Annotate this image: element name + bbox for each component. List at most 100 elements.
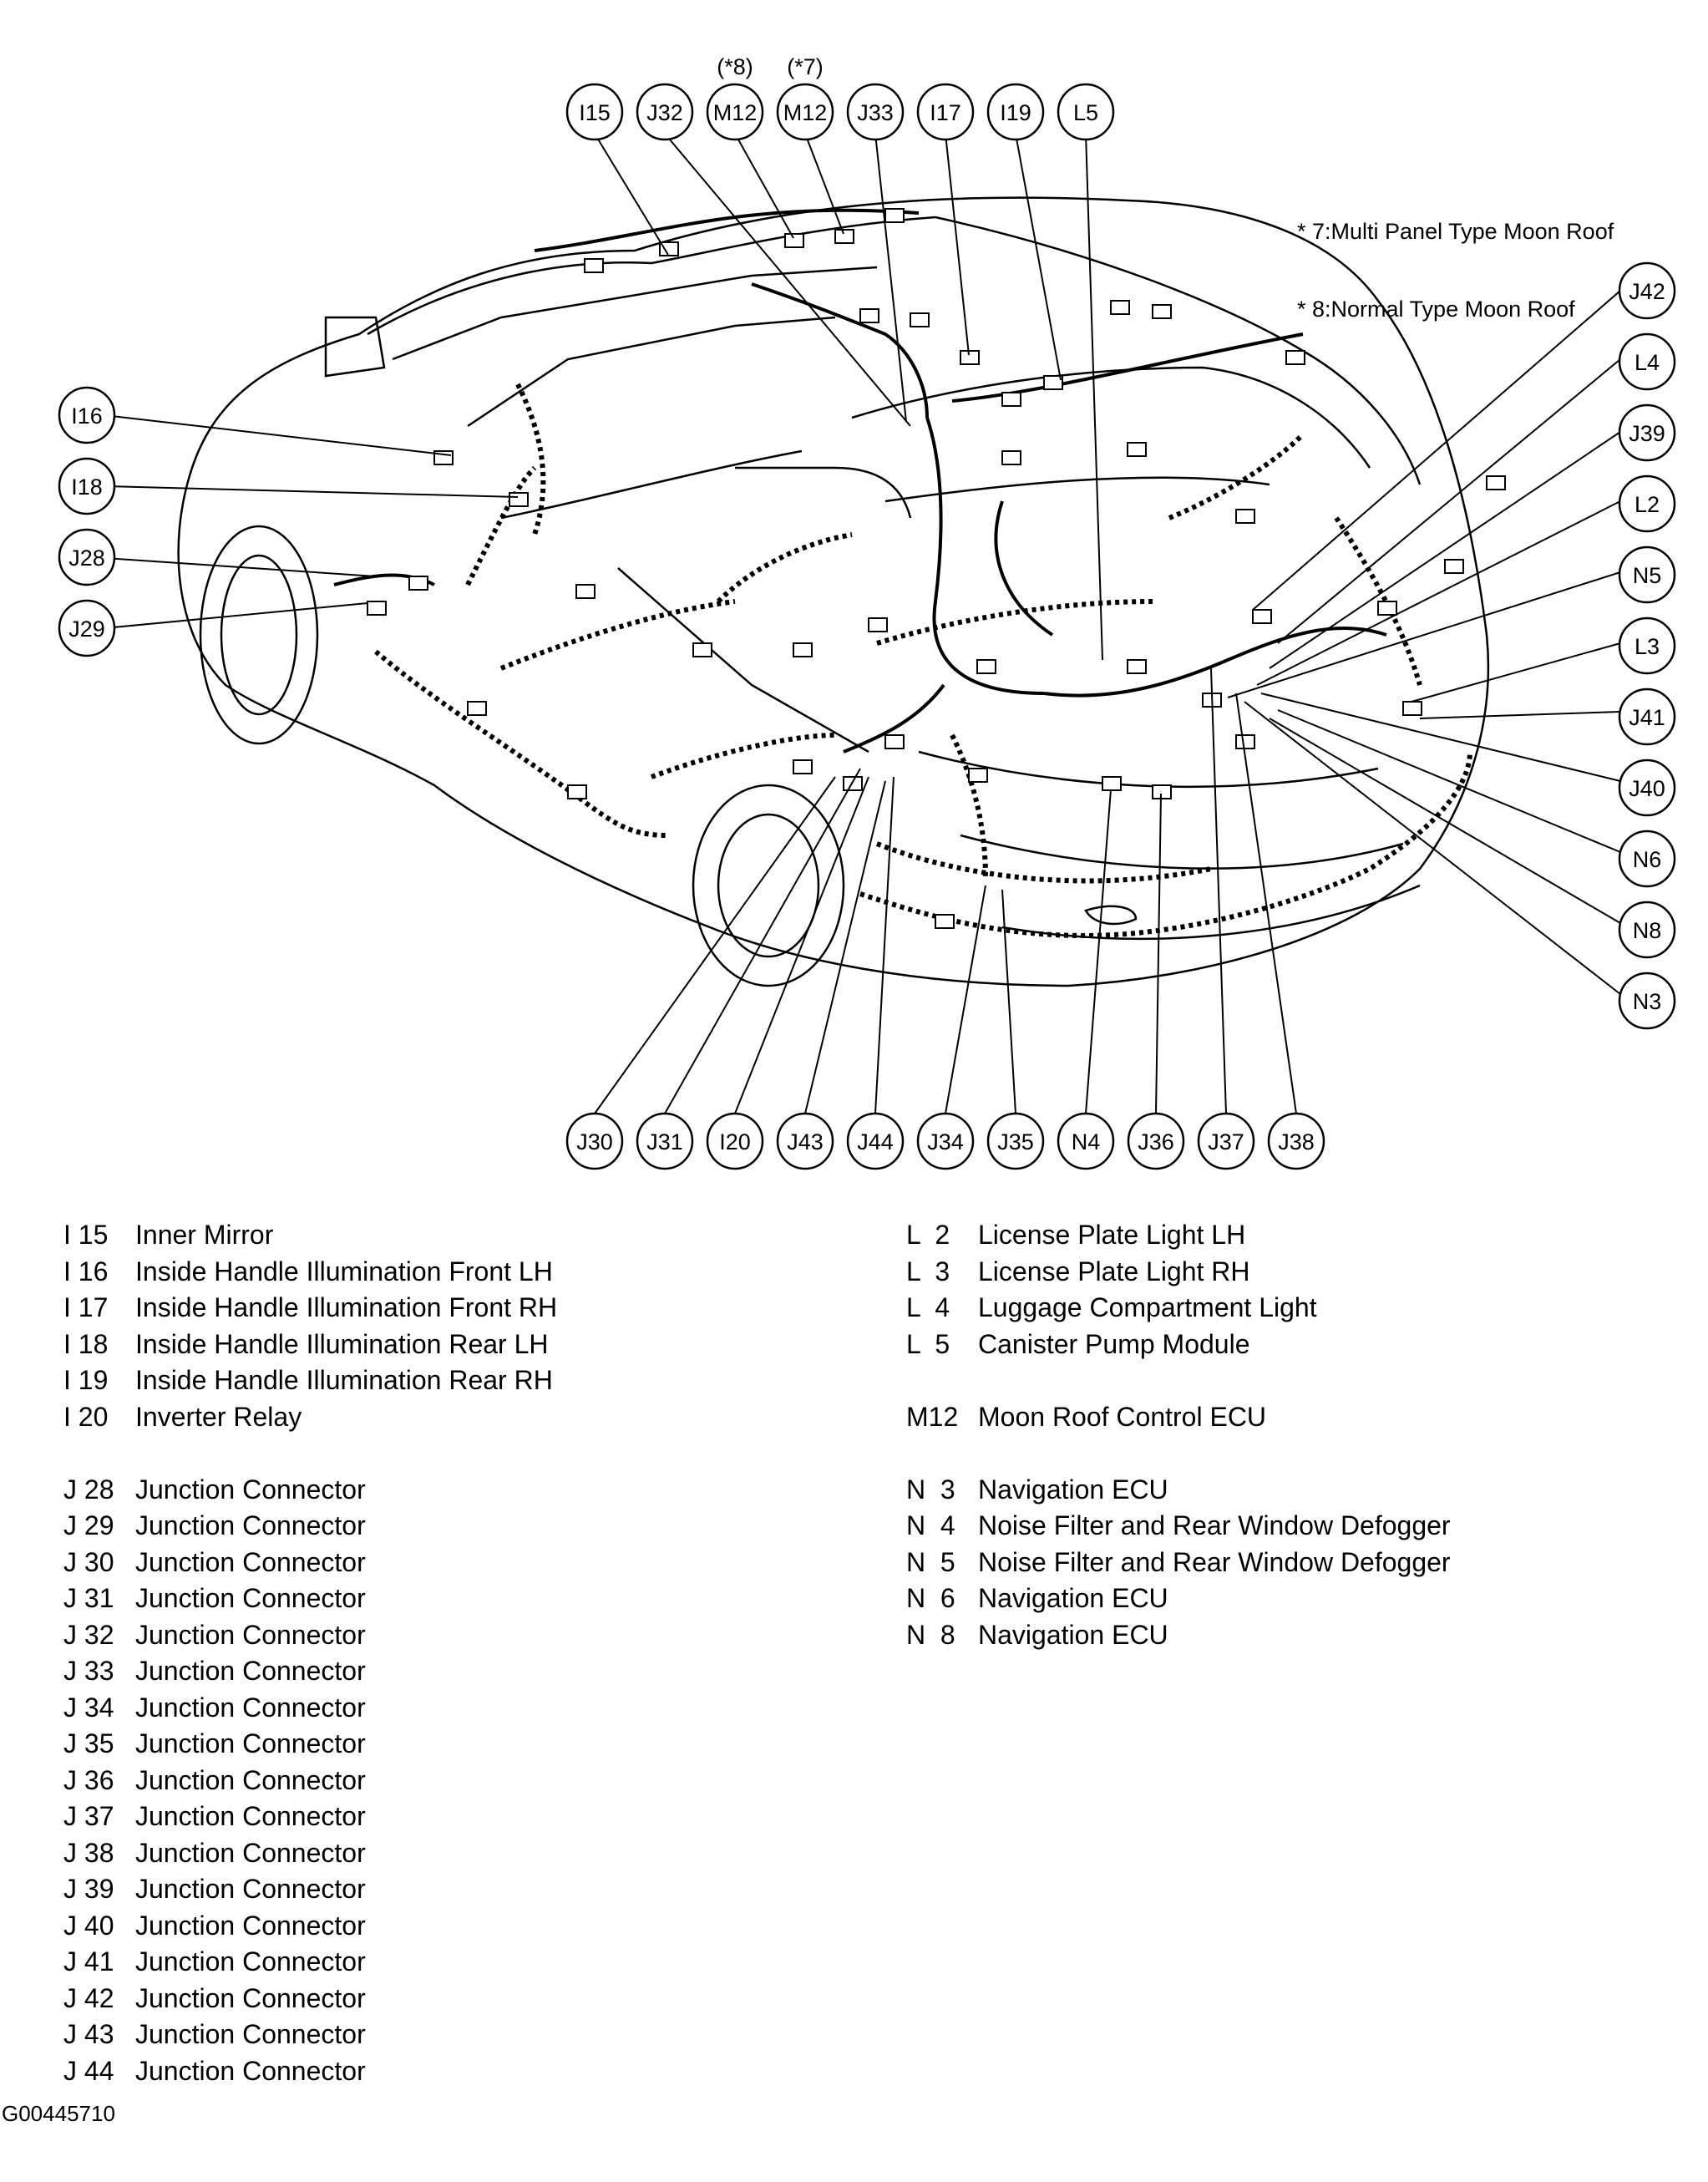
legend-code: M12 bbox=[906, 1401, 959, 1432]
leader-lines bbox=[104, 133, 1621, 1114]
callout-left: J29 bbox=[58, 599, 116, 657]
callout-bottom: J38 bbox=[1267, 1112, 1325, 1170]
callout-right: J42 bbox=[1618, 261, 1676, 320]
callouts: I15 J32 M12(*8)M12(*7) J33 I17 I19 L5I16I18J28… bbox=[58, 54, 1676, 1170]
callout-circle bbox=[58, 599, 116, 657]
callout-variant: (*8) bbox=[717, 54, 753, 79]
callout-label: J32 bbox=[646, 100, 683, 125]
callout-bottom: J43 bbox=[776, 1112, 834, 1170]
callout-label: L5 bbox=[1073, 100, 1098, 125]
legend-code: J 43 bbox=[63, 2019, 114, 2049]
legend-code: N 4 bbox=[906, 1510, 955, 1540]
callout-bottom: J36 bbox=[1127, 1112, 1185, 1170]
callout-circle bbox=[636, 1112, 694, 1170]
legend-description: Inside Handle Illumination Front RH bbox=[135, 1292, 558, 1322]
legend-code: J 30 bbox=[63, 1546, 114, 1577]
callout-left: J28 bbox=[58, 528, 116, 586]
callout-circle bbox=[1618, 688, 1676, 746]
connector-blocks bbox=[367, 208, 1506, 929]
callout-circle bbox=[58, 457, 116, 515]
callout-circle bbox=[1618, 261, 1676, 320]
callout-right: N5 bbox=[1618, 546, 1676, 604]
callout-left: I18 bbox=[58, 457, 116, 515]
legend-description: Junction Connector bbox=[135, 1874, 366, 1904]
callout-label: L3 bbox=[1635, 634, 1660, 659]
callout-label: J35 bbox=[997, 1129, 1034, 1154]
callout-circle bbox=[565, 83, 624, 141]
callout-right: L4 bbox=[1618, 332, 1676, 391]
callout-circle bbox=[986, 83, 1045, 141]
legend-code: N 5 bbox=[906, 1546, 955, 1577]
callout-circle bbox=[986, 1112, 1045, 1170]
notes-block: * 7:Multi Panel Type Moon Roof * 8:Norma… bbox=[1297, 167, 1614, 348]
legend-code: J 35 bbox=[63, 1728, 114, 1758]
legend-description: Noise Filter and Rear Window Defogger bbox=[978, 1510, 1451, 1540]
legend-code: J 38 bbox=[63, 1837, 114, 1868]
callout-circle bbox=[706, 83, 764, 141]
legend-description: Junction Connector bbox=[135, 1474, 366, 1505]
callout-label: J34 bbox=[927, 1129, 964, 1154]
legend-code: J 36 bbox=[63, 1764, 114, 1795]
callout-label: J29 bbox=[68, 617, 105, 642]
callout-circle bbox=[565, 1112, 624, 1170]
callout-circle bbox=[846, 83, 905, 141]
legend-description: Moon Roof Control ECU bbox=[978, 1401, 1267, 1432]
legend-description: Junction Connector bbox=[135, 1619, 366, 1650]
callout-label: I16 bbox=[71, 403, 103, 429]
callout-top: M12(*8) bbox=[706, 54, 764, 141]
legend-description: Inside Handle Illumination Front LH bbox=[135, 1256, 553, 1286]
legend-code: J 29 bbox=[63, 1510, 114, 1540]
legend-description: Junction Connector bbox=[135, 1656, 366, 1686]
legend-description: License Plate Light LH bbox=[978, 1220, 1246, 1250]
legend-code: J 31 bbox=[63, 1583, 114, 1613]
legend-code: L 4 bbox=[906, 1292, 950, 1322]
callout-circle bbox=[1057, 83, 1115, 141]
callout-label: J43 bbox=[787, 1129, 824, 1154]
callout-label: J37 bbox=[1208, 1129, 1244, 1154]
legend-code: N 3 bbox=[906, 1474, 955, 1505]
legend-description: Noise Filter and Rear Window Defogger bbox=[978, 1546, 1451, 1577]
legend-code: N 8 bbox=[906, 1619, 955, 1650]
legend-description: Junction Connector bbox=[135, 2055, 366, 2086]
callout-label: J31 bbox=[646, 1129, 683, 1154]
callout-right: J41 bbox=[1618, 688, 1676, 746]
callout-label: J42 bbox=[1629, 279, 1665, 304]
callout-label: I15 bbox=[579, 100, 611, 125]
callout-right: N6 bbox=[1618, 830, 1676, 888]
vehicle-body bbox=[177, 196, 1490, 987]
legend-description: Navigation ECU bbox=[978, 1474, 1168, 1505]
wiring-diagram: I15 J32 M12(*8)M12(*7) J33 I17 I19 L5I16I18J28… bbox=[58, 54, 1676, 1170]
callout-label: I17 bbox=[930, 100, 961, 125]
legend-description: Inverter Relay bbox=[135, 1401, 302, 1432]
callout-bottom: J34 bbox=[916, 1112, 975, 1170]
legend-code: I 15 bbox=[63, 1220, 109, 1250]
callout-label: N8 bbox=[1633, 918, 1662, 943]
legend-description: Inner Mirror bbox=[135, 1220, 274, 1250]
callout-bottom: J35 bbox=[986, 1112, 1045, 1170]
callout-top: M12(*7) bbox=[776, 54, 834, 141]
callout-circle bbox=[846, 1112, 905, 1170]
callout-circle bbox=[636, 83, 694, 141]
note-multi-panel: * 7:Multi Panel Type Moon Roof bbox=[1297, 219, 1614, 244]
callout-variant: (*7) bbox=[787, 54, 824, 79]
callout-bottom: J44 bbox=[846, 1112, 905, 1170]
callout-circle bbox=[1267, 1112, 1325, 1170]
callout-label: I19 bbox=[1000, 100, 1031, 125]
callout-label: J28 bbox=[68, 546, 105, 571]
callout-label: J33 bbox=[857, 100, 894, 125]
callout-label: I18 bbox=[71, 474, 103, 500]
legend-description: Navigation ECU bbox=[978, 1619, 1168, 1650]
callout-circle bbox=[1057, 1112, 1115, 1170]
legend-description: Inside Handle Illumination Rear LH bbox=[135, 1328, 549, 1359]
callout-label: I20 bbox=[719, 1129, 751, 1154]
callout-top: I19 bbox=[986, 83, 1045, 141]
legend-code: L 2 bbox=[906, 1220, 950, 1250]
callout-circle bbox=[916, 1112, 975, 1170]
callout-label: J40 bbox=[1629, 776, 1665, 801]
callout-bottom: J37 bbox=[1197, 1112, 1255, 1170]
callout-right: J40 bbox=[1618, 759, 1676, 817]
callout-label: J38 bbox=[1278, 1129, 1315, 1154]
legend-description: Navigation ECU bbox=[978, 1583, 1168, 1613]
legend-code: I 19 bbox=[63, 1365, 109, 1395]
legend-code: J 42 bbox=[63, 1982, 114, 2013]
